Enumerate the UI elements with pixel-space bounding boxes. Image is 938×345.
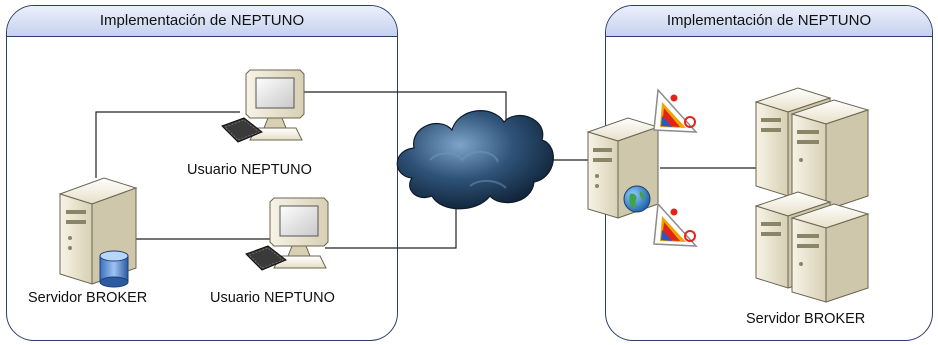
- workstation-icon: [245, 197, 329, 271]
- warning-icon: [653, 88, 698, 133]
- line-user-top-to-cloud: [300, 91, 507, 120]
- user-top-label: Usuario NEPTUNO: [187, 162, 312, 178]
- line-server-to-user-top: [95, 111, 240, 178]
- server-right-label: Servidor BROKER: [746, 311, 866, 327]
- database-icon: [99, 250, 129, 288]
- connector-lines: [95, 91, 760, 249]
- globe-icon: [623, 185, 651, 213]
- left-panel: Implementación de NEPTUNO: [6, 5, 398, 341]
- warning-icon: [653, 202, 698, 247]
- right-panel: Implementación de NEPTUNO: [605, 5, 933, 341]
- right-panel-title: Implementación de NEPTUNO: [606, 6, 932, 37]
- server-cluster-icon: [754, 87, 870, 303]
- line-user-bottom-to-cloud: [325, 208, 457, 249]
- left-panel-title: Implementación de NEPTUNO: [7, 6, 397, 37]
- user-bottom-label: Usuario NEPTUNO: [210, 290, 335, 306]
- workstation-icon: [221, 69, 305, 143]
- cloud-icon: [396, 110, 554, 210]
- server-left-label: Servidor BROKER: [28, 290, 148, 306]
